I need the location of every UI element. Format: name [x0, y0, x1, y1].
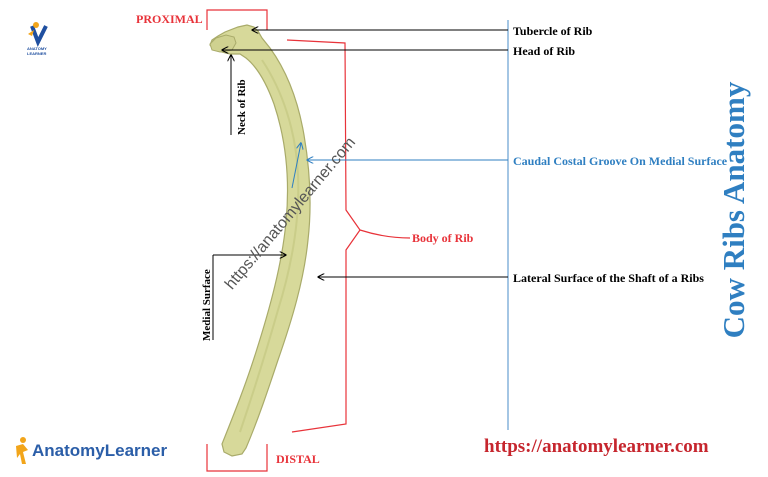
neck-label: Neck of Rib [236, 79, 248, 135]
lateral-surface-label: Lateral Surface of the Shaft of a Ribs [513, 271, 704, 285]
head-label: Head of Rib [513, 44, 576, 58]
body-bracket [286, 39, 411, 433]
rib-head [209, 34, 237, 53]
distal-label: DISTAL [276, 452, 320, 466]
anatomy-learner-logo-icon [28, 22, 48, 47]
groove-label: Caudal Costal Groove On Medial Surface [513, 154, 728, 168]
proximal-label: PROXIMAL [136, 12, 203, 26]
distal-bracket [206, 444, 268, 472]
brand-name: AnatomyLearner [32, 441, 168, 460]
logo-small-caption: ANATOMY LEARNER [27, 46, 47, 56]
page-title: Cow Ribs Anatomy [716, 81, 751, 339]
logo-small-line-1: ANATOMY [27, 46, 47, 51]
body-label: Body of Rib [412, 231, 474, 245]
medial-surface-label: Medial Surface [201, 269, 213, 341]
brand-figure-icon [16, 437, 28, 464]
site-url: https://anatomylearner.com [484, 436, 709, 457]
proximal-bracket [206, 9, 268, 30]
tubercle-label: Tubercle of Rib [513, 24, 593, 38]
groove-inner-arrow [291, 143, 301, 189]
rib-shading [239, 59, 300, 433]
rib-bone [209, 24, 311, 457]
logo-small-line-2: LEARNER [27, 51, 47, 56]
brand-logo: AnatomyLearner [14, 436, 167, 466]
